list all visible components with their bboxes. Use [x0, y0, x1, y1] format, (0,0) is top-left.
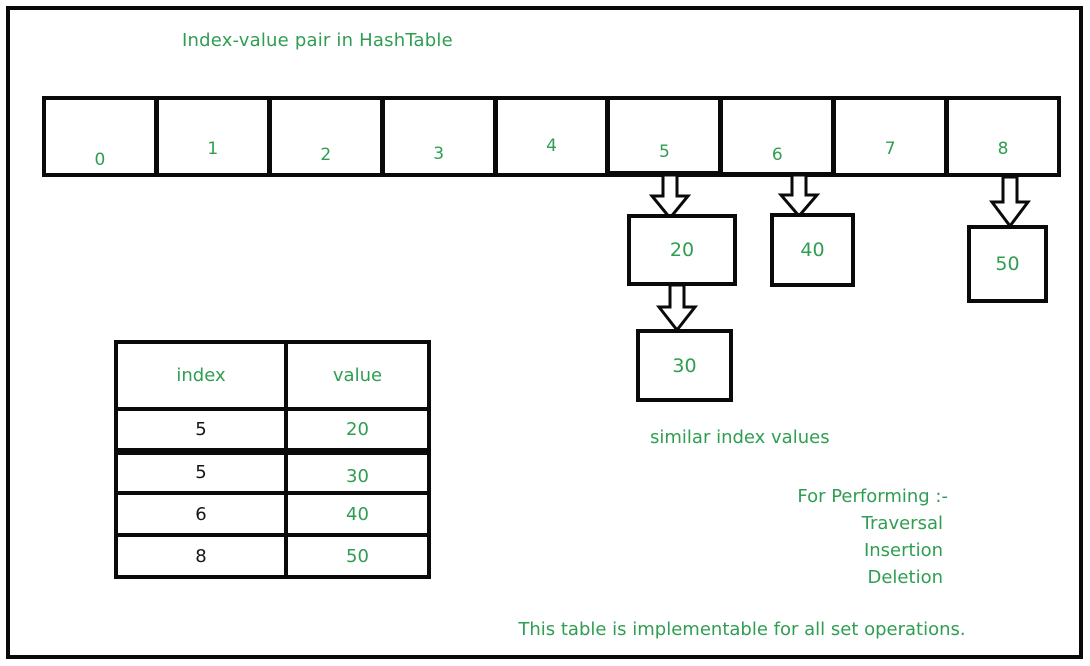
- array-cell-5: 5: [605, 96, 723, 177]
- array-cell-label: 7: [884, 139, 896, 159]
- for-performing-note: For Performing :- Traversal Insertion De…: [797, 483, 948, 591]
- array-cell-3: 3: [379, 96, 497, 177]
- arrow-box20-to-box30-icon: [655, 284, 699, 332]
- arrow-cell6-to-box40-icon: [777, 174, 821, 218]
- table-cell-index: 6: [114, 491, 288, 537]
- array-cell-1: 1: [153, 96, 271, 177]
- array-cell-4: 4: [492, 96, 610, 177]
- arrow-cell8-to-box50-icon: [989, 176, 1031, 228]
- value-box-30: 30: [636, 329, 733, 402]
- array-cell-label: 4: [546, 136, 557, 156]
- array-cell-label: 1: [207, 139, 219, 159]
- table-header-row: index value: [114, 340, 431, 411]
- array-cell-6: 6: [718, 96, 836, 177]
- table-cell-value: 20: [284, 407, 431, 453]
- table-row: 5 30: [114, 447, 431, 495]
- array-cell-label: 3: [433, 144, 445, 164]
- table-row: 8 50: [114, 533, 431, 579]
- operation-deletion: Deletion: [867, 567, 944, 588]
- table-header-index: index: [114, 340, 288, 411]
- operation-traversal: Traversal: [861, 513, 943, 534]
- array-cell-label: 0: [94, 150, 106, 170]
- value-box-label: 40: [800, 239, 825, 261]
- diagram-outer-frame: Index-value pair in HashTable 0 1 2 3 4 …: [6, 6, 1083, 659]
- arrow-cell5-to-box20-icon: [648, 174, 692, 220]
- hash-table-array: 0 1 2 3 4 5 6 7 8: [42, 96, 1062, 177]
- table-header-value: value: [284, 340, 431, 411]
- table-cell-index: 8: [114, 533, 288, 579]
- for-performing-heading: For Performing :-: [797, 486, 948, 507]
- value-box-label: 30: [672, 354, 697, 377]
- table-row: 5 20: [114, 407, 431, 453]
- value-box-label: 50: [995, 253, 1020, 275]
- table-cell-index: 5: [114, 407, 288, 453]
- array-cell-0: 0: [42, 96, 158, 177]
- value-box-40: 40: [770, 213, 855, 287]
- array-cell-8: 8: [944, 96, 1062, 177]
- array-cell-label: 8: [997, 139, 1009, 159]
- footer-note: This table is implementable for all set …: [518, 619, 966, 640]
- operation-insertion: Insertion: [863, 540, 943, 561]
- value-box-label: 20: [669, 239, 695, 261]
- index-value-table: index value 5 20 5 30 6 40 8 50: [114, 340, 431, 579]
- table-cell-value: 30: [284, 447, 431, 495]
- table-row: 6 40: [114, 491, 431, 537]
- array-cell-label: 6: [771, 145, 783, 165]
- array-cell-2: 2: [266, 96, 384, 177]
- table-cell-value: 40: [284, 491, 431, 537]
- table-cell-value: 50: [284, 533, 431, 579]
- value-box-50: 50: [967, 225, 1048, 303]
- array-cell-7: 7: [831, 96, 949, 177]
- value-box-20: 20: [627, 214, 737, 286]
- table-cell-index: 5: [114, 447, 288, 495]
- similar-index-values-note: similar index values: [650, 427, 830, 448]
- array-cell-label: 5: [658, 142, 670, 162]
- diagram-title: Index-value pair in HashTable: [182, 30, 453, 51]
- array-cell-label: 2: [320, 145, 332, 165]
